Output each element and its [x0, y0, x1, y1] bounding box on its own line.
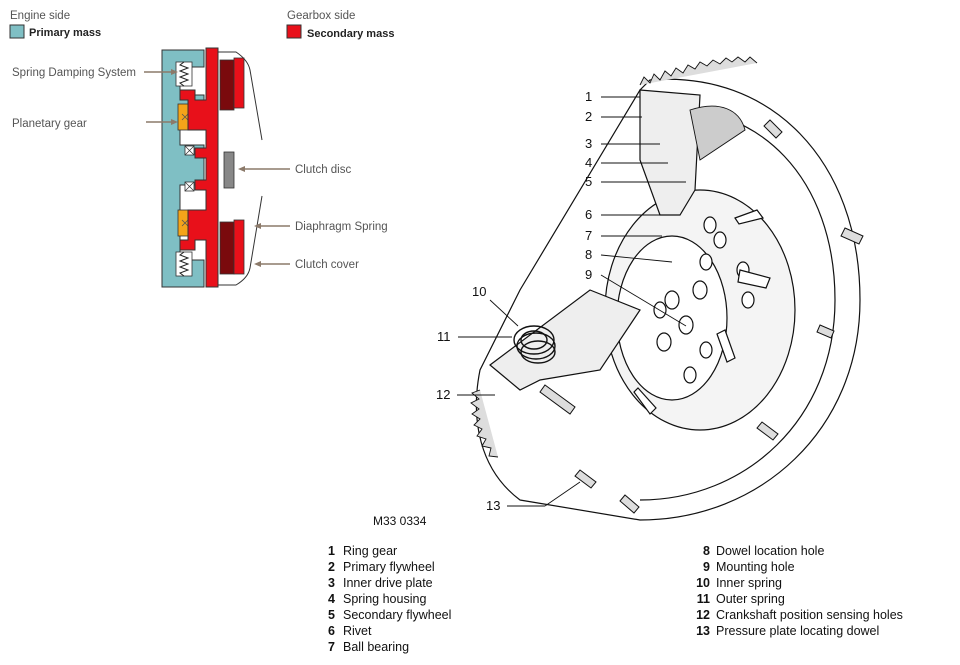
ring-gear-teeth [470, 56, 758, 458]
hub-window-2 [716, 329, 736, 363]
figure-code: M33 0334 [373, 514, 427, 528]
spring-upper [175, 61, 193, 87]
coil-springs [513, 325, 556, 364]
friction-plate-upper [233, 57, 245, 109]
secondary-mass-swatch [286, 24, 302, 39]
hub-window-4 [734, 209, 765, 225]
number-6: 6 [585, 207, 592, 222]
hub-window-1 [737, 269, 771, 289]
gearbox-side-label: Gearbox side [287, 10, 355, 22]
planetary-gear-lower-mark [181, 219, 189, 227]
cutaway-section [639, 89, 701, 216]
callout-spring-damping: Spring Damping System [12, 67, 136, 79]
number-9: 9 [585, 267, 592, 282]
number-1: 1 [585, 89, 592, 104]
primary-mass-swatch [9, 24, 25, 39]
number-10: 10 [472, 284, 486, 299]
callout-numbers: 1 2 3 4 5 6 7 8 9 10 11 12 13 [436, 89, 687, 513]
lower-cutaway [489, 289, 641, 391]
number-12: 12 [436, 387, 450, 402]
clutch-disc [223, 151, 235, 189]
number-11: 11 [437, 329, 451, 344]
engine-side-label: Engine side [10, 10, 70, 22]
hub-window-3 [633, 387, 657, 415]
callout-planetary-gear: Planetary gear [12, 118, 87, 130]
studs [539, 119, 864, 514]
flywheel-illustration [470, 56, 864, 521]
primary-mass-label: Primary mass [29, 27, 101, 39]
pressure-plate-lower [219, 221, 235, 275]
clutch-cover-outline [218, 51, 263, 286]
callout-clutch-disc: Clutch disc [295, 164, 351, 176]
spring-lower [175, 251, 193, 277]
number-5: 5 [585, 174, 592, 189]
spring-housing-arc [689, 105, 746, 161]
secondary-mass-label: Secondary mass [307, 28, 394, 40]
number-4: 4 [585, 155, 592, 170]
planetary-gear-upper-mark [181, 113, 189, 121]
schematic: Engine side Primary mass Gearbox side Se… [9, 10, 394, 288]
callout-clutch-cover: Clutch cover [295, 259, 359, 271]
number-2: 2 [585, 109, 592, 124]
mounting-holes [653, 216, 755, 384]
callout-diaphragm-spring: Diaphragm Spring [295, 221, 388, 233]
friction-plate-lower [233, 219, 245, 275]
number-8: 8 [585, 247, 592, 262]
secondary-mass-body [179, 47, 219, 288]
pressure-plate-upper [219, 59, 235, 111]
number-13: 13 [486, 498, 500, 513]
number-3: 3 [585, 136, 592, 151]
number-7: 7 [585, 228, 592, 243]
